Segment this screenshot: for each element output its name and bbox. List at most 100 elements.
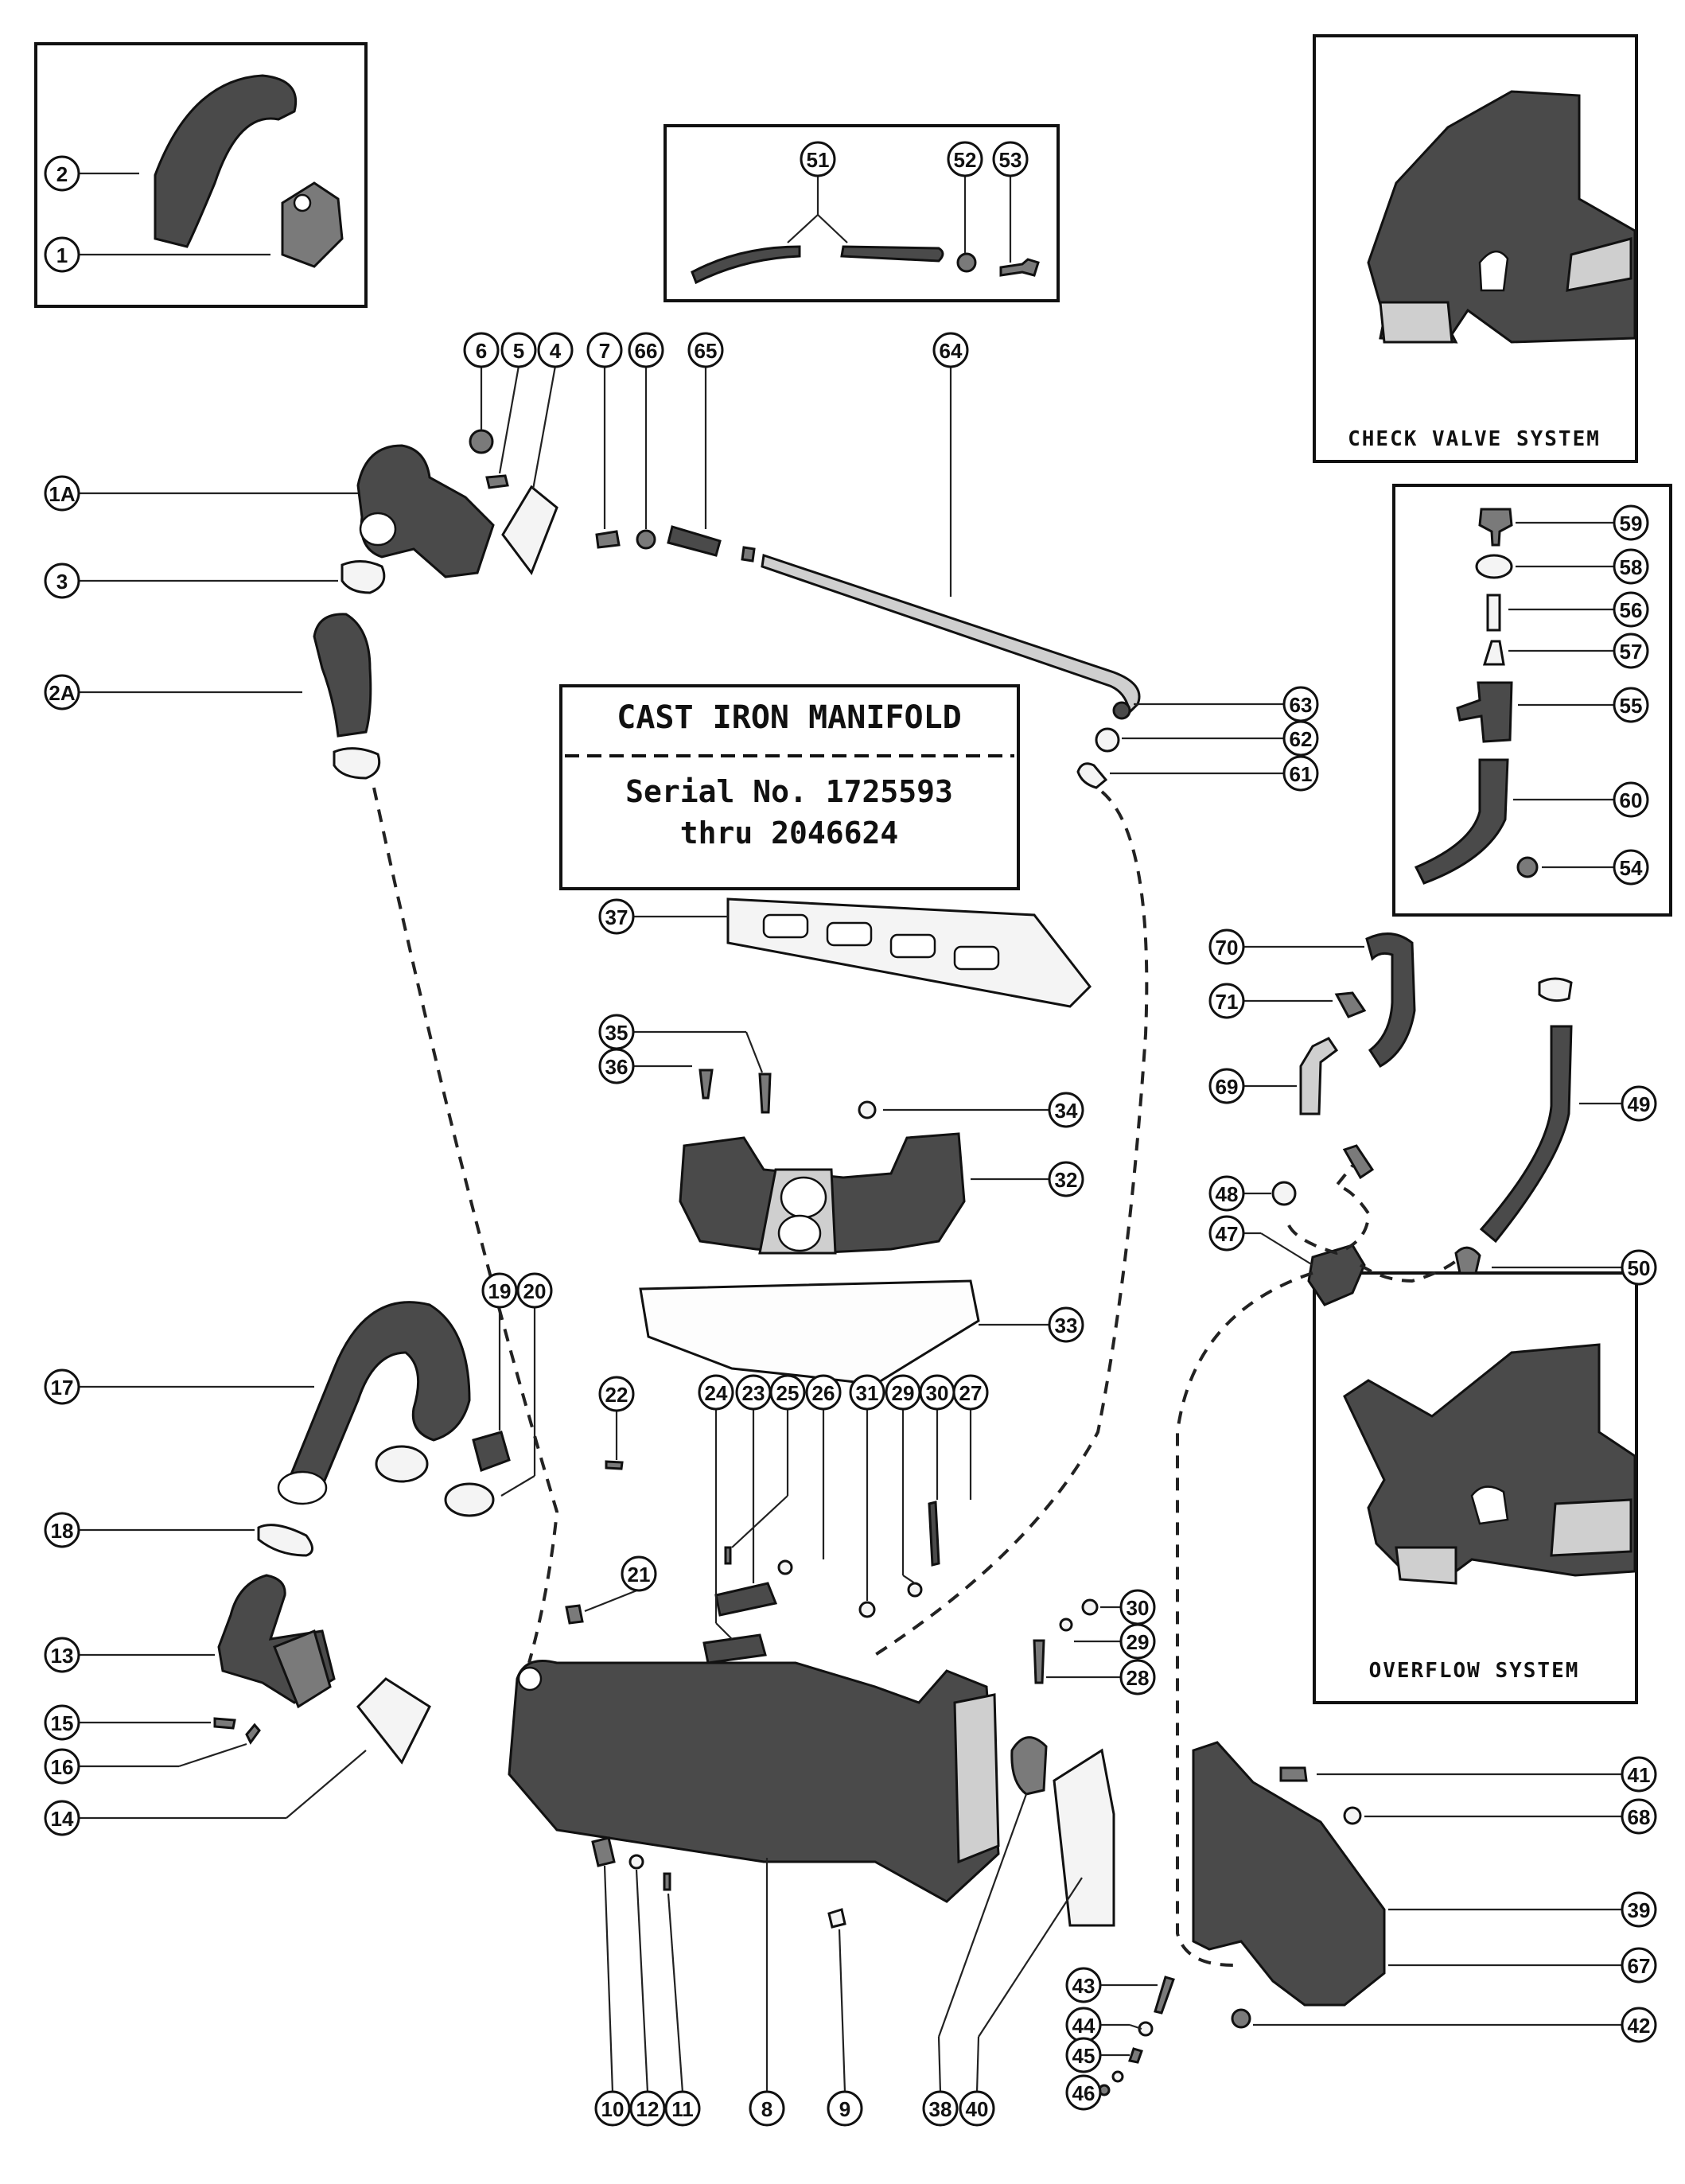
callout-circle <box>1613 633 1649 669</box>
callout-37: 37 <box>598 898 635 935</box>
serial-line-2: thru 2046624 <box>680 816 899 851</box>
callout-circle <box>1613 687 1649 723</box>
callout-7: 7 <box>586 332 623 368</box>
fitting-part-50 <box>1454 1246 1481 1275</box>
callout-label: 63 <box>1290 693 1313 717</box>
callout-label: 8 <box>761 2097 772 2121</box>
callout-2: 2 <box>44 155 80 192</box>
gasket-part-4 <box>501 485 558 576</box>
callout-circle <box>805 1374 842 1411</box>
callout-label: 2A <box>49 681 75 705</box>
tube-part-51b <box>840 245 944 263</box>
callout-24: 24 <box>698 1374 734 1411</box>
hose-part-2A <box>313 613 372 738</box>
callout-label: 59 <box>1620 512 1643 535</box>
callout-12: 12 <box>629 2090 666 2127</box>
callout-label: 29 <box>1127 1630 1150 1654</box>
callout-22: 22 <box>598 1376 635 1412</box>
clamp-part-20 <box>444 1482 495 1517</box>
callout-circle <box>1613 781 1649 818</box>
callout-71: 71 <box>1208 983 1245 1019</box>
callout-label: 43 <box>1072 1974 1095 1998</box>
callout-label: 2 <box>56 162 68 186</box>
callout-40: 40 <box>959 2090 995 2127</box>
callout-label: 46 <box>1072 2081 1095 2105</box>
callout-59: 59 <box>1613 504 1649 541</box>
callout-47: 47 <box>1208 1215 1245 1252</box>
callout-4: 4 <box>537 332 574 368</box>
plate-part-13 <box>273 1629 332 1709</box>
washer-part <box>1111 2070 1124 2083</box>
callout-label: 38 <box>929 2097 952 2121</box>
inset-frame-tubes <box>663 124 1060 302</box>
callout-label: 25 <box>776 1381 800 1405</box>
callout-label: 30 <box>1127 1596 1150 1620</box>
callout-29: 29 <box>1119 1623 1156 1660</box>
body-part-55 <box>1456 681 1513 743</box>
callout-label: 31 <box>856 1381 879 1405</box>
callout-label: 24 <box>705 1381 728 1405</box>
screw-part-11 <box>663 1872 671 1891</box>
callout-circle <box>698 1374 734 1411</box>
callout-circle <box>500 332 537 368</box>
callout-label: 67 <box>1628 1954 1651 1978</box>
valve-part-38 <box>1010 1736 1048 1796</box>
callout-label: 30 <box>926 1381 949 1405</box>
callout-33: 33 <box>1048 1306 1084 1343</box>
callout-circle <box>598 1048 635 1084</box>
callout-circle <box>1048 1092 1084 1128</box>
valve-part-57 <box>1482 640 1505 666</box>
callout-label: 55 <box>1620 694 1643 718</box>
title-text: CAST IRON MANIFOLD <box>617 699 961 736</box>
callout-46: 46 <box>1065 2074 1102 2111</box>
callout-21: 21 <box>621 1555 657 1592</box>
callout-circle <box>1208 1175 1245 1212</box>
callout-23: 23 <box>735 1374 772 1411</box>
callout-42: 42 <box>1621 2007 1657 2043</box>
callout-34: 34 <box>1048 1092 1084 1128</box>
callout-15: 15 <box>44 1704 80 1741</box>
elbow-part-1A <box>356 444 495 578</box>
callout-14: 14 <box>44 1800 80 1836</box>
callout-circle <box>629 2090 666 2127</box>
screw-part-5 <box>485 474 509 489</box>
callout-54: 54 <box>1613 849 1649 886</box>
callout-label: 65 <box>695 339 718 363</box>
stud-part-16 <box>245 1723 261 1745</box>
callout-circle <box>44 1368 80 1405</box>
callout-label: 33 <box>1055 1314 1078 1337</box>
callout-28: 28 <box>1119 1659 1156 1695</box>
o-ring-part-58 <box>1475 554 1513 579</box>
callout-53: 53 <box>992 141 1029 177</box>
callout-label: 26 <box>812 1381 835 1405</box>
callout-label: 9 <box>839 2097 850 2121</box>
leader-lines <box>78 172 1623 2094</box>
bolt-part-28 <box>1033 1639 1045 1684</box>
cap-part-59 <box>1478 508 1513 547</box>
elbow-part-39 <box>1192 1741 1386 2007</box>
callout-58: 58 <box>1613 548 1649 585</box>
callout-label: 57 <box>1620 640 1643 664</box>
callout-51: 51 <box>800 141 836 177</box>
callout-circle <box>992 141 1029 177</box>
connection-line-overflow <box>1176 1271 1313 1967</box>
plug-part-9 <box>827 1908 846 1929</box>
callout-circle <box>932 332 969 368</box>
check-valve-caption: CHECK VALVE SYSTEM <box>1348 427 1601 451</box>
callout-label: 62 <box>1290 727 1313 751</box>
callout-circle <box>594 2090 631 2127</box>
callout-30: 30 <box>919 1374 955 1411</box>
callout-label: 37 <box>605 905 628 929</box>
callout-13: 13 <box>44 1637 80 1673</box>
callout-label: 15 <box>51 1711 74 1735</box>
elbow-part-69 <box>1299 1037 1339 1115</box>
callout-circle <box>621 1555 657 1592</box>
callout-label: 71 <box>1216 990 1239 1014</box>
callout-circle <box>1208 928 1245 965</box>
fitting-part-1 <box>281 181 344 268</box>
callout-67: 67 <box>1621 1947 1657 1984</box>
callout-label: 16 <box>51 1755 74 1779</box>
callout-circle <box>1621 1756 1657 1793</box>
callout-label: 58 <box>1620 555 1643 579</box>
callout-circle <box>749 2090 785 2127</box>
